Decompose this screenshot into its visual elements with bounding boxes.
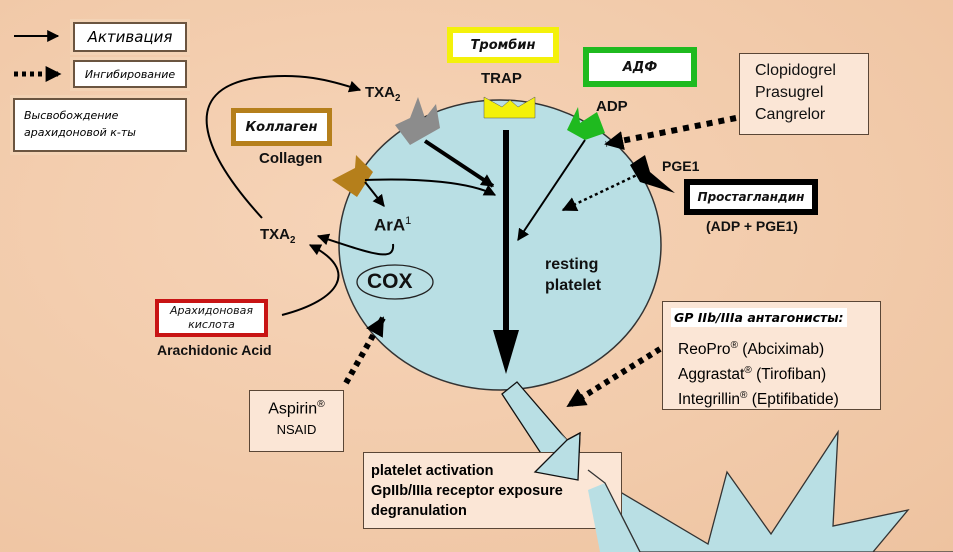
trap-label: TRAP xyxy=(481,70,522,87)
aspirin-box: Aspirin® NSAID xyxy=(249,390,344,452)
collagen-receptor xyxy=(332,155,373,197)
drug-prasugrel: Prasugrel xyxy=(755,84,824,101)
adp-en-label: ADP xyxy=(596,98,628,115)
arachidonic-acid-arrow xyxy=(281,244,340,316)
adp-ru-label: АДФ xyxy=(622,59,658,75)
collagen-en-label: Collagen xyxy=(259,150,323,167)
outcome-box: platelet activation GpIIb/IIIa receptor … xyxy=(363,452,622,529)
aspirin-mark: ® xyxy=(317,399,325,410)
legend-inhibition-box: Ингибирование xyxy=(70,57,190,91)
drug-cangrelor: Cangrelor xyxy=(755,106,826,123)
outcome-line3: degranulation xyxy=(371,503,467,519)
resting-line1: resting xyxy=(545,256,599,273)
txa2-left-text: TXA xyxy=(260,226,290,243)
gp-antagonists-title: GP IIb/IIIa антагонисты: xyxy=(671,308,847,327)
legend-release-line1: Высвобождение xyxy=(24,109,119,122)
aspirin-inhibition-arrow xyxy=(343,316,386,385)
thrombin-signal-head xyxy=(493,330,519,374)
txa2-feedback-arrow xyxy=(205,74,362,219)
resting-platelet xyxy=(338,99,662,391)
adp-label-box: АДФ xyxy=(583,47,697,87)
txa2-signal-arrow xyxy=(423,139,495,188)
aggrastat-generic: (Tirofiban) xyxy=(751,366,827,384)
prostaglandin-label-box: Простагландин xyxy=(684,179,818,215)
gp-drug-reopro: ReoPro® (Abciximab) xyxy=(678,335,880,360)
gp-inhibition-arrow xyxy=(566,346,662,409)
aspirin-name-line: Aspirin® xyxy=(250,399,343,418)
prostaglandin-ru-label: Простагландин xyxy=(697,190,805,204)
aspirin-class: NSAID xyxy=(276,422,317,438)
integrillin-mark: ® xyxy=(740,390,748,402)
outcome-line2: GpIIb/IIIa receptor exposure xyxy=(371,483,563,499)
legend-activation-box: Активация xyxy=(70,19,190,55)
gp-antagonists-box: GP IIb/IIIa антагонисты: ReoPro® (Abcixi… xyxy=(662,301,881,410)
adp-receptor xyxy=(567,107,605,140)
reopro-generic: (Abciximab) xyxy=(737,341,825,359)
drug-clopidogrel: Clopidogrel xyxy=(755,62,836,79)
collagen-ru-label: Коллаген xyxy=(245,119,318,135)
adp-signal-arrow xyxy=(517,139,586,241)
p2y12-inhibition-arrow xyxy=(604,115,737,151)
collagen-label-box: Коллаген xyxy=(231,108,332,146)
reopro-mark: ® xyxy=(730,340,738,351)
pge1-inhibition-arrow xyxy=(561,171,642,212)
aggrastat-name: Aggrastat xyxy=(678,366,745,384)
thrombin-label-box: Тромбин xyxy=(447,27,559,63)
legend-release-line2: арахидоновой к-ты xyxy=(24,126,136,139)
outcome-line1: platelet activation xyxy=(371,463,494,479)
pge1-label: PGE1 xyxy=(662,158,700,174)
cox-ellipse xyxy=(356,264,434,300)
legend-release-box: Высвобождение арахидоновой к-ты xyxy=(10,95,190,155)
thrombin-ru-label: Тромбин xyxy=(470,37,536,53)
collagen-to-ara-arrow xyxy=(364,181,385,207)
txa2-top-label: TXA2 xyxy=(365,84,400,104)
aggrastat-mark: ® xyxy=(744,365,752,377)
ara-sup: 1 xyxy=(405,215,412,227)
legend-activation-label: Активация xyxy=(87,28,173,46)
txa2-top-text: TXA xyxy=(365,84,395,101)
txa2-left-label: TXA2 xyxy=(260,226,295,246)
aspirin-name: Aspirin xyxy=(268,400,318,418)
activation-burst xyxy=(600,429,953,552)
cox-label: COX xyxy=(367,270,413,293)
adp-pge1-label: (ADP + PGE1) xyxy=(706,218,798,234)
arachidonic-label-box: Арахидоновая кислота xyxy=(155,299,268,337)
thrombin-receptor xyxy=(483,96,536,119)
arachidonic-en-label: Arachidonic Acid xyxy=(157,342,272,358)
gp-drug-integrillin: Integrillin® (Eptifibatide) xyxy=(678,385,880,410)
pge1-receptor xyxy=(630,155,675,193)
p2y12-inhibitors-box: Clopidogrel Prasugrel Cangrelor xyxy=(739,53,869,135)
ara-label: ArA1 xyxy=(374,215,411,236)
collagen-signal-arrow xyxy=(364,178,497,196)
ara-text: ArA xyxy=(374,215,406,235)
integrillin-generic: (Eptifibatide) xyxy=(747,391,839,409)
resting-platelet-label: resting platelet xyxy=(545,254,601,296)
arachidonic-ru-line1: Арахидоновая xyxy=(169,304,253,317)
ara-to-txa2-arrow xyxy=(316,233,395,256)
legend-inhibition-label: Ингибирование xyxy=(84,67,176,81)
arachidonic-ru-line2: кислота xyxy=(188,318,235,331)
txa2-top-sub: 2 xyxy=(395,93,401,104)
txa2-left-sub: 2 xyxy=(290,235,296,246)
integrillin-name: Integrillin xyxy=(678,391,741,409)
reopro-name: ReoPro xyxy=(678,341,731,359)
txa2-receptor xyxy=(395,97,440,145)
gp-drug-aggrastat: Aggrastat® (Tirofiban) xyxy=(678,360,880,385)
resting-line2: platelet xyxy=(545,277,602,294)
